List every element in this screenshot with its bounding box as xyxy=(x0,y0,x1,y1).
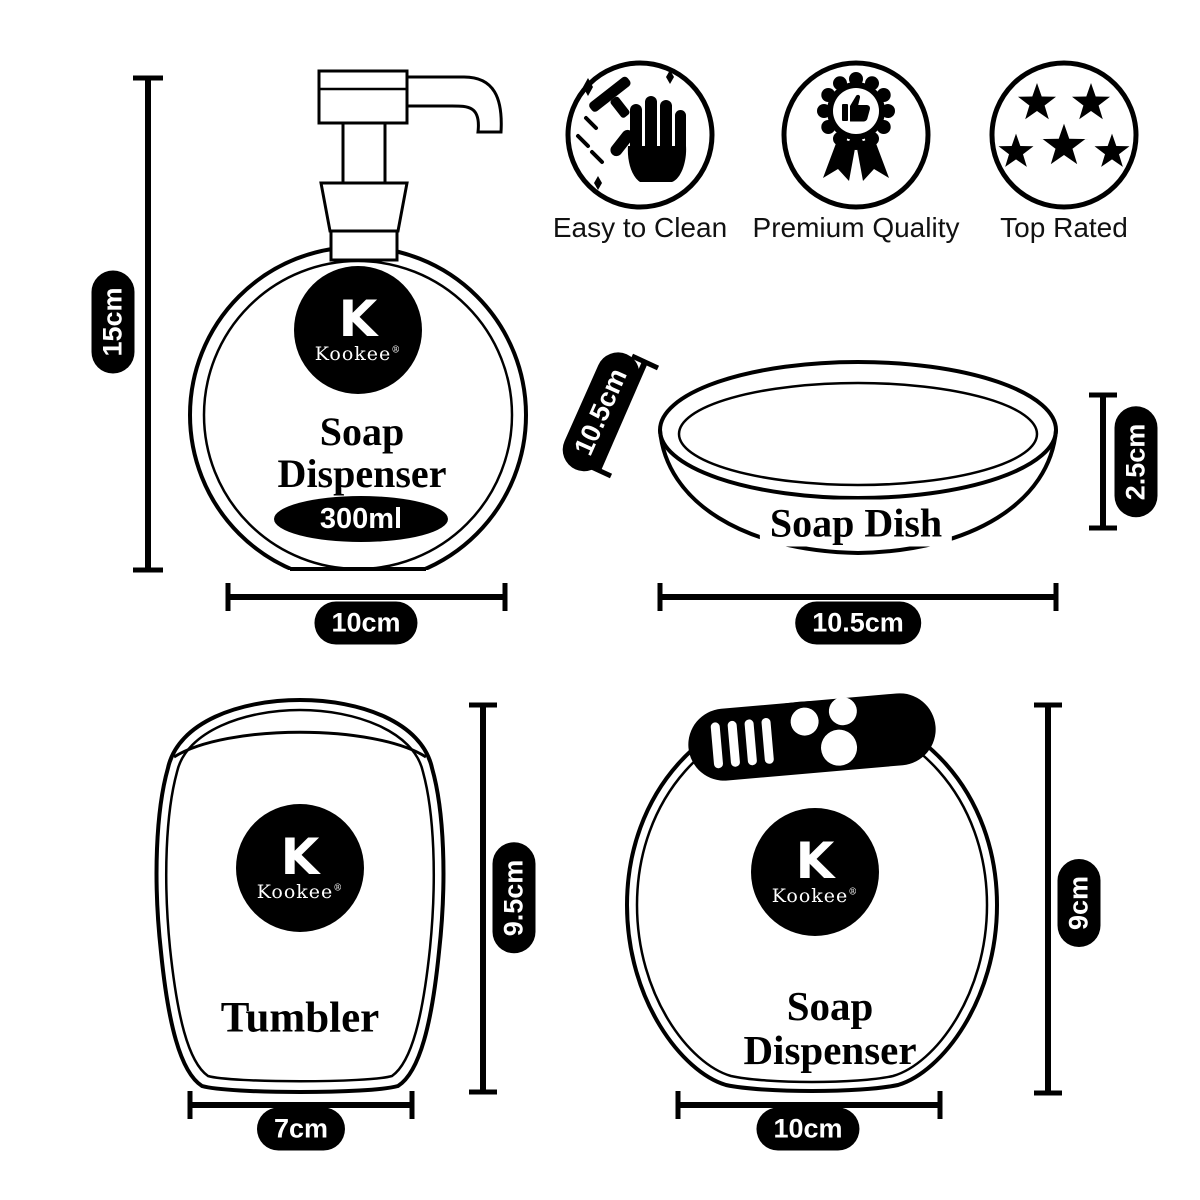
capacity-badge: 300ml xyxy=(274,496,448,542)
holder-top-tray xyxy=(688,693,936,781)
dim-soap-dish-height-label: 2.5cm xyxy=(1114,406,1158,518)
dim-tumbler-height-line xyxy=(469,702,497,1095)
dispenser-bottom-name: Soap Dispenser xyxy=(743,984,916,1072)
dispenser-top-name-line1: Soap xyxy=(319,409,405,454)
dispenser-bottom-name-line2: Dispenser xyxy=(743,1027,917,1073)
brand-logo-dispenser-bottom: K Kookee® xyxy=(751,808,879,936)
soap-dish-name: Soap Dish xyxy=(759,499,953,547)
brand-logo-mark: K xyxy=(338,289,378,348)
dim-tumbler-height-label: 9.5cm xyxy=(492,842,536,954)
dim-dispenser-bottom-height-line xyxy=(1034,702,1062,1096)
brand-logo-dispenser-top: K Kookee® xyxy=(294,266,422,394)
dim-dispenser-top-height-line xyxy=(133,75,163,573)
brand-logo-name: Kookee xyxy=(314,342,392,365)
brand-logo-name: Kookee xyxy=(256,880,334,903)
brand-reg-mark: ® xyxy=(848,887,859,898)
brand-logo-mark: K xyxy=(795,831,835,890)
badge-label-premium-quality: Premium Quality xyxy=(752,212,960,243)
dim-dispenser-bottom-height-label: 9cm xyxy=(1057,858,1101,948)
brand-reg-mark: ® xyxy=(333,883,344,894)
premium-quality-icon xyxy=(781,60,931,210)
soap-dish-drawing xyxy=(658,360,1058,556)
tumbler-name: Tumbler xyxy=(220,994,380,1042)
dim-tumbler-width-label: 7cm xyxy=(256,1107,346,1151)
brand-logo-name: Kookee xyxy=(771,884,849,907)
top-rated-icon xyxy=(989,60,1139,210)
easy-to-clean-icon xyxy=(565,60,715,210)
badge-label-easy-to-clean: Easy to Clean xyxy=(552,212,728,243)
dim-dispenser-top-height-label: 15cm xyxy=(91,270,135,374)
dispenser-top-name-line2: Dispenser xyxy=(277,451,447,496)
brand-logo-mark: K xyxy=(280,827,320,886)
brand-logo-tumbler: K Kookee® xyxy=(236,804,364,932)
dim-soap-dish-width-label: 10.5cm xyxy=(795,601,921,645)
dispenser-top-name: Soap Dispenser xyxy=(278,411,447,495)
dim-dispenser-top-width-label: 10cm xyxy=(314,601,418,645)
brand-reg-mark: ® xyxy=(391,345,402,356)
dim-dispenser-bottom-width-line xyxy=(675,1091,943,1119)
dim-tumbler-width-line xyxy=(187,1091,415,1119)
dim-soap-dish-width-line xyxy=(657,583,1059,611)
dim-dispenser-top-width-line xyxy=(225,583,508,611)
dispenser-bottom-name-line1: Soap xyxy=(786,983,874,1029)
dim-dispenser-bottom-width-label: 10cm xyxy=(756,1107,860,1151)
badge-label-top-rated: Top Rated xyxy=(1000,212,1128,243)
dim-soap-dish-height-line xyxy=(1089,392,1117,531)
